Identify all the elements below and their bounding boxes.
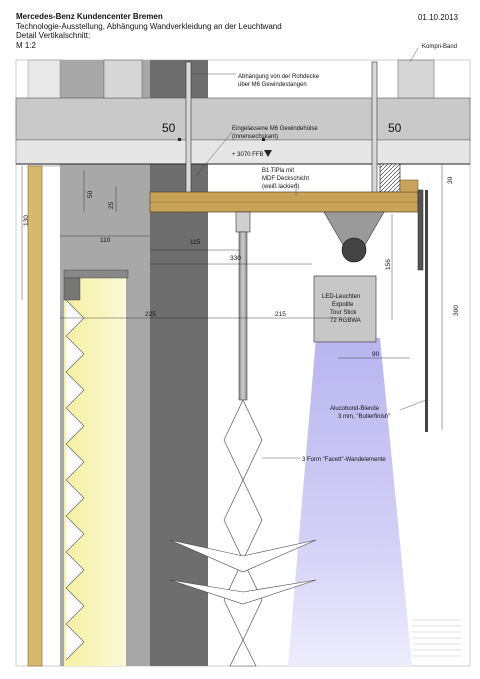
led-label-2: Expolite (332, 302, 354, 308)
facett-label: 3 Form "Facett"-Wandelemente (302, 457, 386, 463)
facet-profile-left (65, 299, 85, 661)
date-label: 01.10.2013 (417, 13, 458, 22)
tipla-label-2: MDF Deckschicht (262, 176, 309, 182)
dim-30: 30 (447, 176, 454, 184)
dim-50-left: 50 (162, 121, 176, 135)
led-label-1: LED-Leuchten (322, 294, 360, 300)
scale-label: M 1:2 (16, 40, 37, 50)
ceiling-box-left (103, 59, 143, 99)
dim-225: 225 (145, 311, 156, 318)
detail-label: Detail Vertikalschnitt: (16, 31, 91, 40)
alucobond-blende (425, 190, 428, 432)
huelse-label-1: Eingelassene M6 Gewindehülse (232, 126, 318, 132)
alucobond-label-1: Alucobond-Blende (330, 406, 380, 412)
dim-115: 115 (190, 239, 201, 246)
led-light-cone (288, 338, 412, 666)
alucobond-label-2: 3 mm, "Butlerfinish" (338, 414, 390, 420)
abhaengung-label-2: über M6 Gewindestangen (238, 82, 307, 88)
abhaengung-label-1: Abhängung von der Rohdecke (238, 74, 320, 80)
kompri-band (379, 163, 401, 193)
led-housing (313, 275, 377, 343)
tipla-label-3: (weiß lackiert) (262, 184, 299, 190)
dim-50-vertical: 50 (87, 190, 94, 198)
tipla-label-1: B1 TiPla mit (262, 168, 294, 174)
kompri-band-label: Kompri-Band (422, 44, 457, 50)
ceiling-box-right (397, 59, 435, 99)
stamp-block (412, 619, 462, 657)
dim-156: 156 (385, 259, 392, 270)
dim-130: 130 (23, 215, 30, 226)
project-subtitle: Technologie-Ausstellung, Abhängung Wandv… (16, 21, 282, 31)
threaded-rod-right (371, 61, 378, 213)
facett-elements (169, 399, 317, 667)
led-label-4: 72 RGBWA (330, 318, 361, 324)
alucobond-upper (417, 189, 424, 271)
dim-300: 300 (453, 305, 460, 316)
dim-110: 110 (100, 237, 111, 244)
wall-panel-left (27, 165, 43, 667)
title-block: Mercedes-Benz Kundencenter Bremen Techno… (16, 12, 282, 50)
ffb-label: + 3070 FFB (232, 152, 264, 158)
led-pivot (341, 237, 367, 263)
huelse-label-2: (Innensechskant) (232, 134, 278, 140)
dim-25: 25 (108, 201, 115, 209)
dim-330: 330 (230, 255, 241, 262)
project-title: Mercedes-Benz Kundencenter Bremen (16, 12, 163, 21)
led-label-3: Tour Stick (330, 310, 357, 316)
dim-215: 215 (275, 311, 286, 318)
dim-90: 90 (372, 351, 380, 358)
threaded-rod-left (185, 61, 192, 213)
dim-50-right: 50 (388, 121, 402, 135)
